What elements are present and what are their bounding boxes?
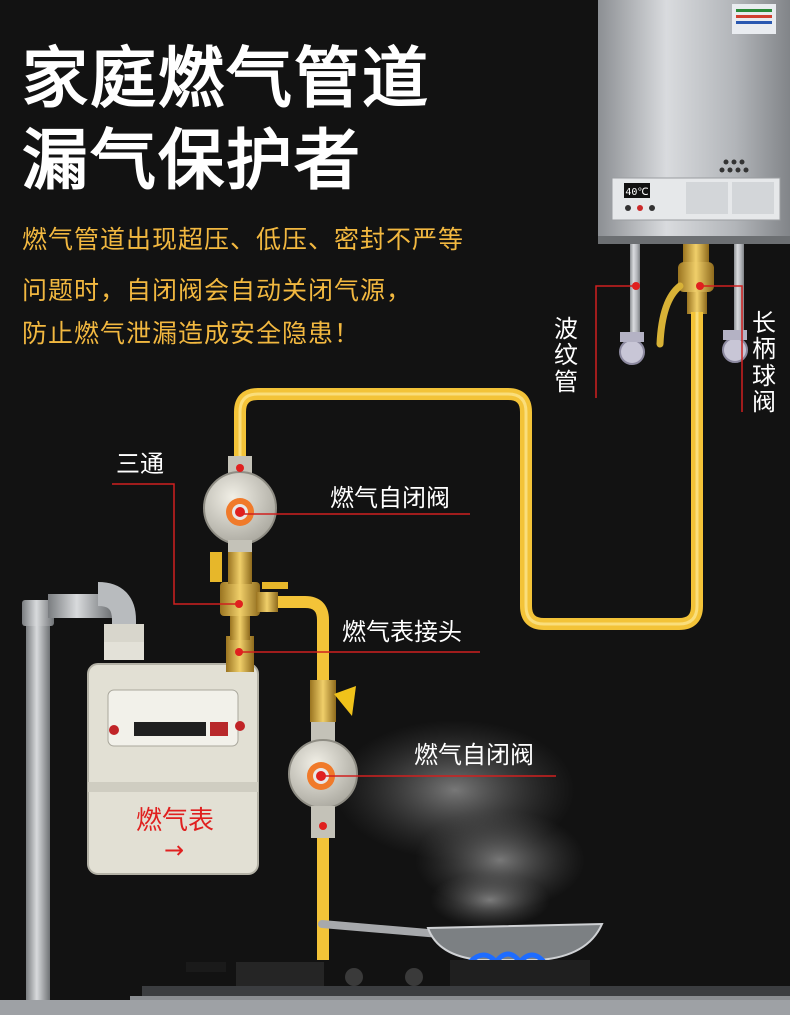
water-heater: 40℃ bbox=[598, 0, 790, 244]
headline-line-2: 漏气保护者 bbox=[22, 122, 362, 199]
cooking-steam bbox=[335, 720, 585, 928]
callout-tee-label: 三通 bbox=[116, 450, 164, 478]
callout-ball-valve-label: 长柄球阀 bbox=[752, 309, 776, 417]
wok-and-cooktop bbox=[0, 920, 790, 1015]
gas-meter-label: 燃气表 bbox=[136, 806, 215, 836]
callout-meter-joint-label: 燃气表接头 bbox=[342, 618, 462, 646]
headline-line-1: 家庭燃气管道 bbox=[22, 40, 430, 117]
yellow-gas-pipe-main bbox=[234, 312, 703, 630]
heater-display-readout: 40℃ bbox=[625, 187, 648, 198]
callout-lower-valve-label: 燃气自闭阀 bbox=[414, 741, 534, 769]
callout-bellows-pipe-label: 波纹管 bbox=[554, 315, 578, 396]
description-line-3: 防止燃气泄漏造成安全隐患！ bbox=[22, 319, 361, 348]
yellow-gas-pipe-branch bbox=[276, 596, 329, 960]
long-handle-ball-valve bbox=[656, 244, 714, 348]
description-line-1: 燃气管道出现超压、低压、密封不严等 bbox=[22, 225, 465, 254]
gas-flow-arrow-icon: → bbox=[164, 836, 185, 864]
description-line-2: 问题时，自闭阀会自动关闭气源， bbox=[22, 276, 413, 305]
riser-pipe bbox=[22, 582, 144, 1004]
callout-lines bbox=[112, 285, 743, 777]
callout-markers bbox=[235, 282, 704, 830]
lower-ball-valve bbox=[310, 680, 356, 722]
callout-upper-valve-label: 燃气自闭阀 bbox=[330, 484, 450, 512]
water-pipes bbox=[619, 244, 748, 365]
gas-meter bbox=[87, 663, 259, 875]
